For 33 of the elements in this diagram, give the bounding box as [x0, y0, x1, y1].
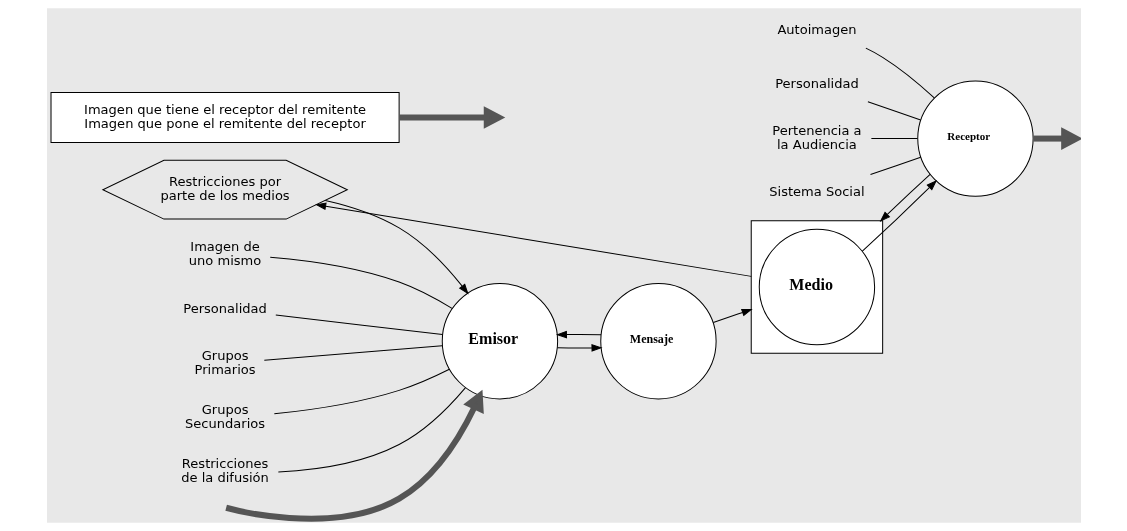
- connector: [870, 138, 918, 140]
- node-text: Grupos Secundarios: [184, 401, 265, 431]
- connector: [269, 256, 452, 309]
- connector: [864, 47, 935, 99]
- node-text: Personalidad: [182, 300, 267, 316]
- node-text: Autoimagen: [776, 21, 856, 37]
- cluster: [750, 220, 883, 354]
- node-text: Grupos Primarios: [194, 347, 256, 377]
- arrow: [556, 330, 601, 339]
- arrow: [879, 173, 931, 222]
- arrow: [712, 308, 752, 324]
- arrow: [324, 199, 468, 294]
- connector: [869, 156, 921, 176]
- node-box: Imagen que tiene el receptor del remitente Imagen que pone el remitente del receptor: [50, 91, 400, 144]
- connector: [274, 314, 443, 336]
- node-circle: Medio: [758, 228, 875, 346]
- arrow: [224, 389, 484, 522]
- node-text: Imagen de uno mismo: [188, 239, 261, 269]
- arrow: [556, 344, 601, 352]
- arrow: [315, 202, 752, 277]
- arrow: [861, 180, 936, 252]
- node-circle: Mensaje: [599, 283, 717, 400]
- connector: [277, 387, 466, 473]
- connector: [263, 345, 443, 361]
- arrow: [1032, 127, 1081, 150]
- connector: [866, 101, 921, 121]
- node-text: Restricciones de la difusión: [180, 456, 269, 486]
- node-text: Personalidad: [774, 75, 859, 91]
- node-text: Sistema Social: [768, 184, 865, 200]
- arrow: [398, 106, 505, 129]
- connector: [273, 368, 450, 415]
- node-text: Pertenencia a la Audiencia: [771, 122, 862, 153]
- node-circle: Receptor: [916, 80, 1034, 197]
